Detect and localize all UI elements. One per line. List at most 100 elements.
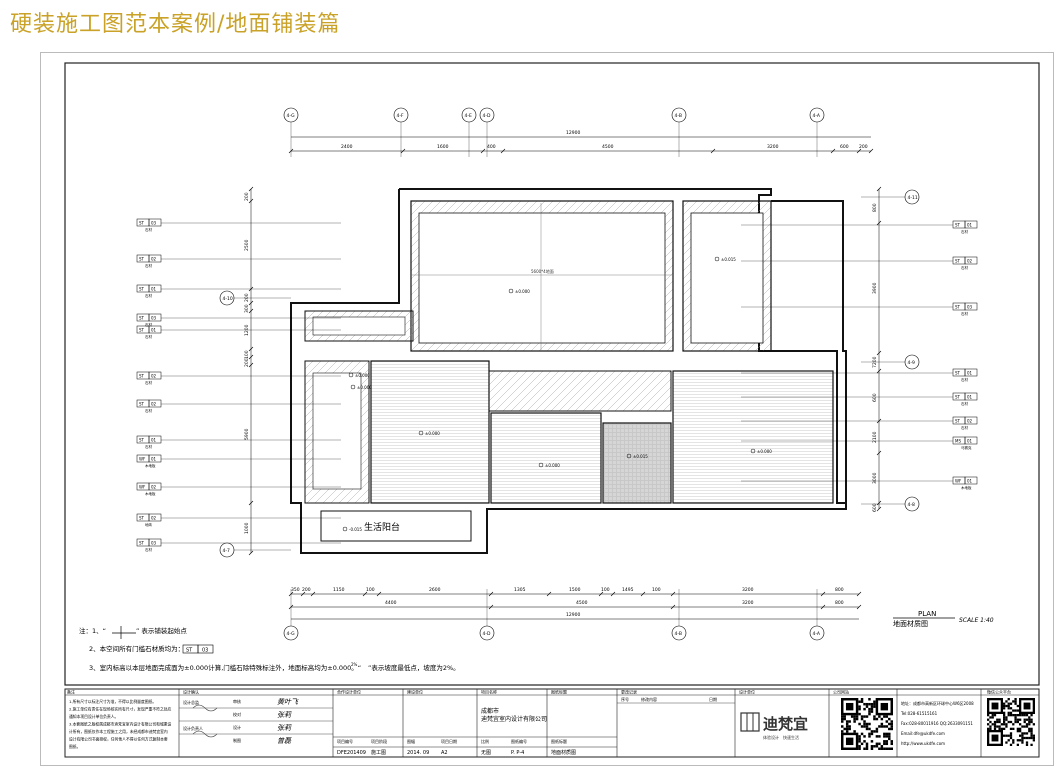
qr-module [993,725,997,728]
bottom-dim-1-value: 800 [835,587,844,593]
qr-module [1003,716,1006,719]
qr-module [883,715,886,718]
qr-module [987,714,990,717]
qr-module [885,720,889,723]
qr-module [885,715,889,718]
qr-module [1030,734,1033,737]
tag-num-box [148,371,162,380]
level-marker-icon [342,526,348,532]
qr-module [991,714,994,717]
qr-module [1012,741,1015,744]
email: Email:dfe@ukdfe.com [901,731,945,736]
qr-module [888,727,891,731]
note-1-prefix: 注：1、“ [79,626,106,635]
top-dim-value: 4500 [602,144,614,150]
qr-module [873,730,876,733]
qr-module [1028,716,1031,719]
tag-num-box [148,399,162,408]
qr-module [1009,707,1013,710]
qr-code-website [841,698,893,750]
qr-module [1003,720,1006,724]
qr-module [868,702,871,706]
top-dim-tick [400,148,406,154]
outer-wall [290,189,847,554]
qr-module [848,720,851,723]
qr-module [1021,739,1024,742]
qr-module [865,722,869,726]
floor-plan-drawing: ±0.000±0.000±0.000±0.015±0.000±0.015±0.0… [64,62,1040,758]
outer-wall-top [399,188,847,504]
design-review: 设计确认 [183,689,199,695]
qr-module [858,705,861,708]
qr-module [1014,718,1017,721]
qr-module [1014,714,1017,717]
qr-module [1014,720,1017,724]
qr-module [1030,727,1033,730]
qr-module [1005,716,1008,719]
qr-module [858,735,861,738]
left-dim-value: 1200 [244,324,250,336]
website: http://www.ukdfe.com [901,741,945,746]
qr-module [1003,711,1006,714]
bottom-dim-2-value: 4500 [576,600,588,606]
axis-top-label: 4-E [465,113,472,119]
qr-module [1007,720,1010,724]
revision-label: 更改记录 [621,689,637,695]
right-dim-tick [876,350,882,356]
tag-name: 石材 [145,444,152,449]
bottom-dim-2-tick [856,604,862,610]
qr-module [993,723,997,726]
qr-module [1019,714,1022,717]
designer-label: 设计负责人 [183,725,203,731]
qr-finder-core [880,702,889,711]
top-dim-tick [500,148,506,154]
balcony-outline [320,510,472,542]
role-2: 校对 [233,711,241,717]
left-dim-value: 100 [244,350,250,359]
bedroom-1-floor [370,360,490,504]
qr-module [865,727,869,731]
tag-num: 01 [967,223,973,228]
right-dim-tick [876,500,882,506]
qr-module [1009,743,1013,746]
qr-module [858,700,861,703]
axis-top-label: 4-D [483,113,491,119]
left-dim-value: 2500 [244,239,250,251]
tag-num: 01 [967,439,973,444]
qr-module [875,717,879,721]
bottom-dim-1-value: 200 [302,587,311,593]
qr-module [1016,739,1019,742]
bottom-dim-1-tick [598,591,604,597]
notes: 注：1、“ ” 表示铺装起始点 2、本空间所有门槛石材质均为： ST 03 3、… [79,626,460,672]
entry-strip-field [312,316,406,336]
ratio-label: 比例 [481,738,489,744]
note-2-tag-num: 03 [202,648,208,654]
qr-module [1009,702,1013,705]
qr-module [1005,734,1008,737]
qr-module [1000,723,1003,726]
qr-module [998,727,1001,730]
left-dim-tick [248,354,254,360]
bottom-dim-1-tick [362,591,368,597]
qr-module [1005,700,1008,703]
logo: 迪梵宜 体验设计 快速生活 [740,712,808,740]
qr-module [996,720,999,724]
qr-module [853,720,856,723]
qr-module [878,747,881,750]
qr-module [1007,734,1010,737]
note-3-mark: 2% [351,662,358,667]
qr-module [865,745,869,748]
qr-module [870,732,874,736]
qr-module [1025,723,1029,726]
qr-module [845,730,849,733]
qr-module [868,732,871,736]
qr-module [1023,732,1026,735]
drawing-no: P. P-4 [511,750,524,756]
qr-module [1009,727,1013,730]
qr-module [1030,718,1033,721]
left-dim-tick [248,346,254,352]
affiliate-label: 合作设计单位 [337,689,361,695]
qr-module [1014,698,1017,701]
qr-module [880,717,884,721]
qr-module [987,727,990,730]
